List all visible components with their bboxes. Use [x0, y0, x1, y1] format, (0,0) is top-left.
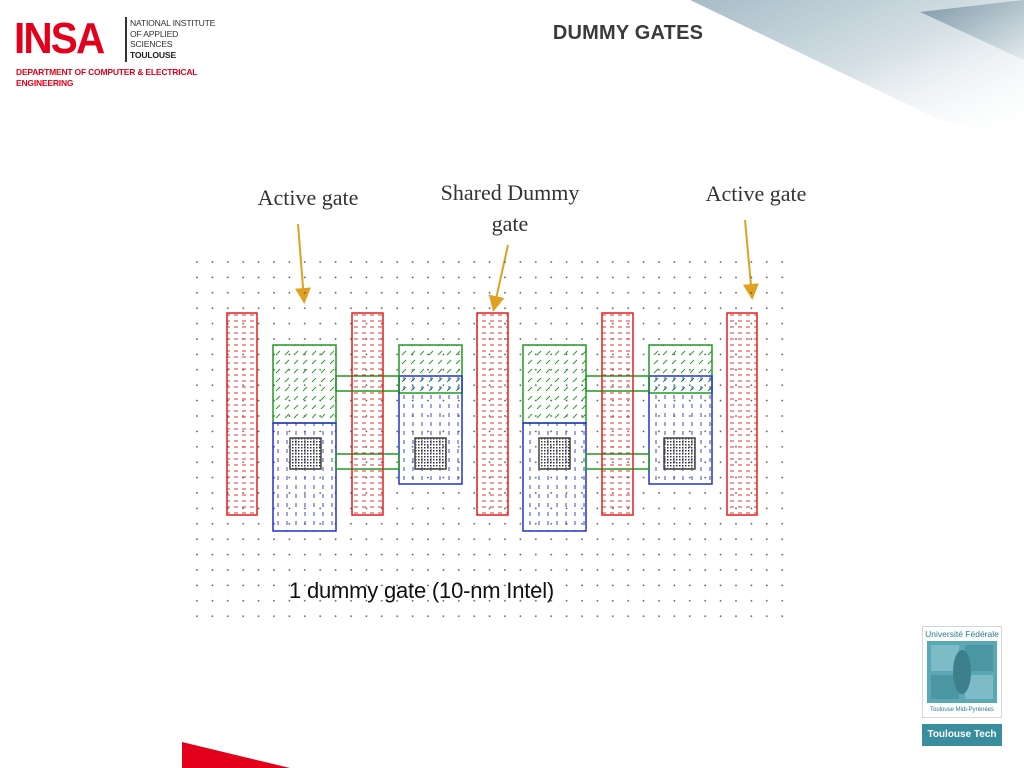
- label-active-gate-left: Active gate: [257, 185, 359, 210]
- green-diffusion: [272, 344, 337, 424]
- poly-gates: [226, 312, 758, 516]
- logo-line: OF APPLIED: [130, 28, 179, 39]
- active-gate-left: [226, 312, 258, 516]
- bottom-red-triangle: [182, 742, 290, 768]
- toulouse-tech-badge: Toulouse Tech: [922, 724, 1002, 746]
- logo-line: SCIENCES: [130, 39, 173, 50]
- logo-line: TOULOUSE: [130, 49, 176, 60]
- label-shared-line-2: gate: [491, 211, 529, 236]
- label-shared-line-1: Shared Dummy: [440, 180, 580, 205]
- corner-swoosh-large: [690, 0, 1024, 140]
- contact: [289, 437, 322, 470]
- insa-logo-text: INSA: [14, 14, 105, 63]
- contact: [414, 437, 447, 470]
- green-diffusion: [522, 344, 587, 424]
- diagram-caption: 1 dummy gate (10-nm Intel): [289, 578, 555, 603]
- badge-top-text: Université Fédérale: [925, 629, 999, 639]
- active-gate-right: [726, 312, 758, 516]
- university-emblem-icon: [927, 641, 997, 703]
- gate: [351, 312, 384, 516]
- contacts: [289, 437, 696, 470]
- contact: [538, 437, 571, 470]
- shared-dummy-gate: [476, 312, 509, 516]
- logo-line: NATIONAL INSTITUTE: [130, 18, 216, 28]
- logo-institute-name: NATIONAL INSTITUTE OF APPLIED SCIENCES T…: [130, 18, 215, 60]
- universite-federale-badge: Université Fédérale Toulouse Midi-Pyréné…: [922, 626, 1002, 718]
- insa-logo: INSA: [14, 14, 120, 64]
- slide-title: DUMMY GATES: [552, 22, 704, 44]
- layout-diagram: [193, 258, 795, 630]
- label-active-gate-right: Active gate: [705, 181, 807, 206]
- badge-bottom-text: Toulouse Midi-Pyrénées: [929, 707, 995, 713]
- department-name: DEPARTMENT OF COMPUTER & ELECTRICAL ENGI…: [16, 67, 197, 89]
- label-shared-dummy-gate: Shared Dummy gate: [420, 177, 600, 239]
- contact: [663, 437, 696, 470]
- department-line: DEPARTMENT OF COMPUTER & ELECTRICAL: [16, 67, 198, 77]
- logo-divider: [125, 17, 127, 62]
- department-line: ENGINEERING: [16, 78, 74, 88]
- gate: [601, 312, 634, 516]
- corner-swoosh-small: [920, 0, 1024, 60]
